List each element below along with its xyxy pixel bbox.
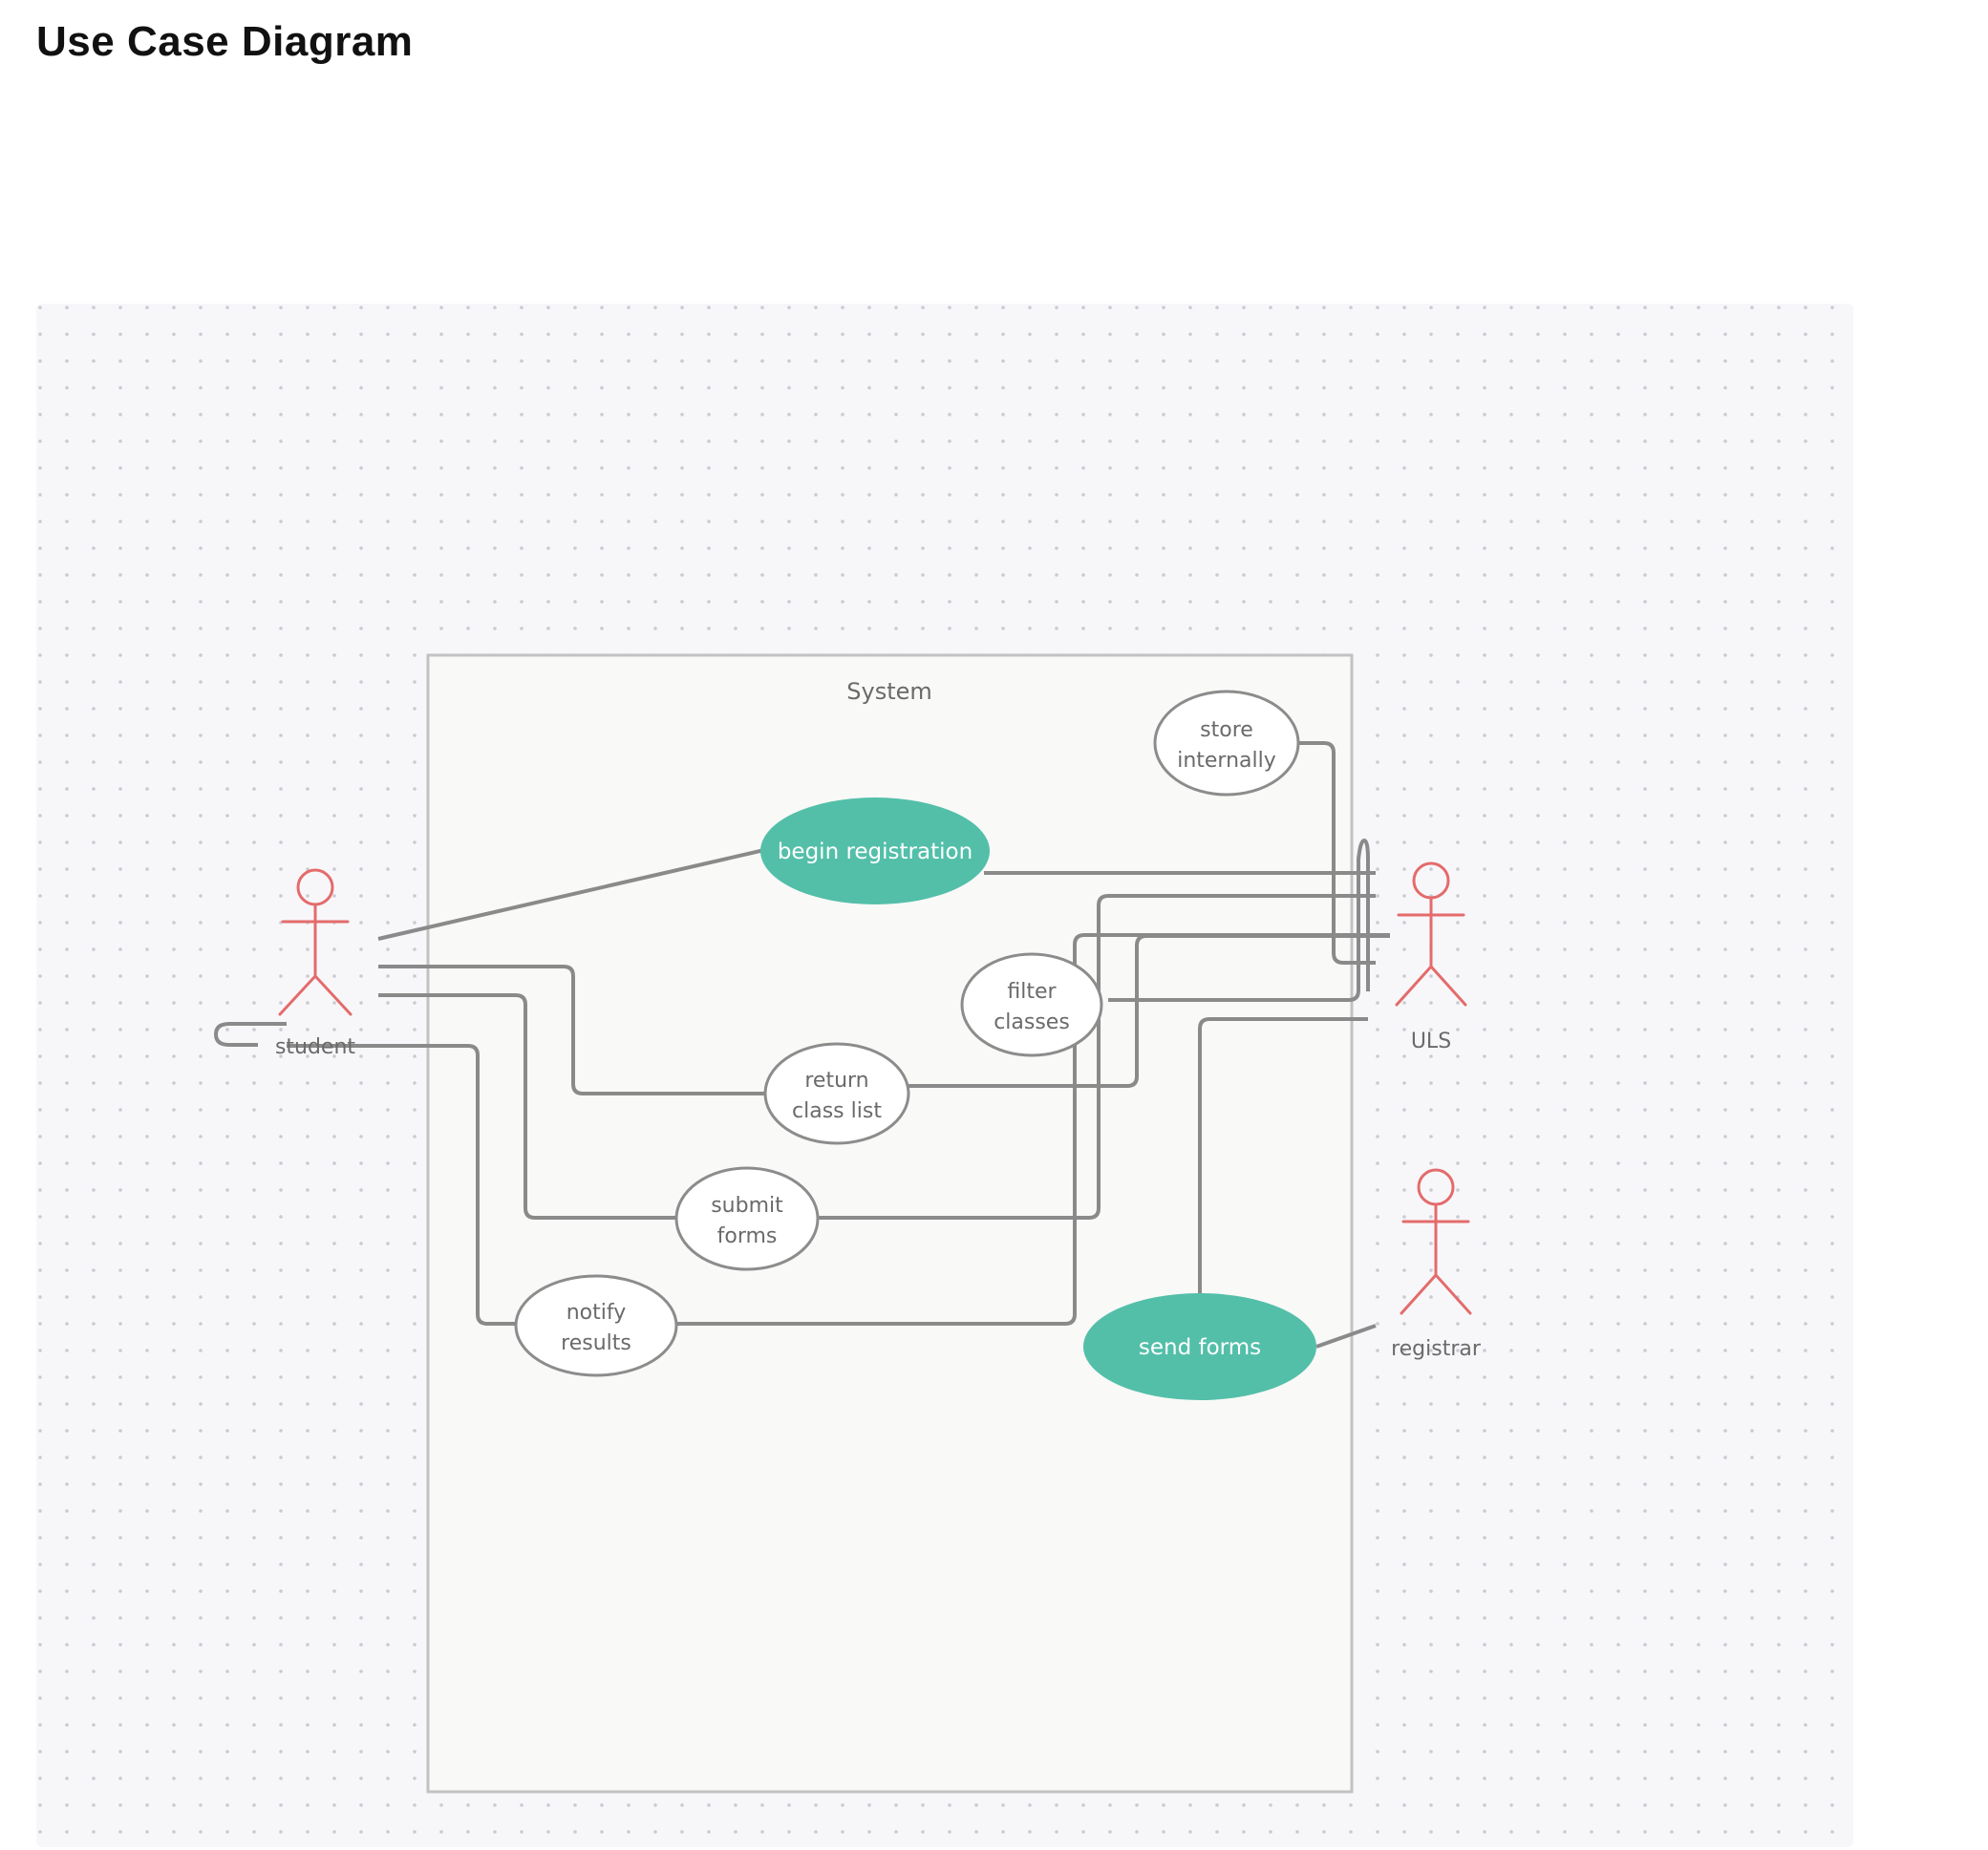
use-case-store-internally[interactable]: store internally — [1153, 690, 1300, 797]
use-case-label-line: return — [804, 1069, 868, 1093]
page-title: Use Case Diagram — [36, 18, 414, 65]
connector-student-submit-forms — [378, 993, 676, 1220]
stick-figure-icon — [1395, 861, 1467, 1007]
student-label-hook — [214, 1022, 287, 1047]
use-case-return-class-list[interactable]: return class list — [763, 1042, 910, 1145]
stick-figure-icon — [1400, 1168, 1472, 1315]
use-case-label-line: class list — [792, 1099, 882, 1123]
use-case-label-line: submit — [711, 1194, 783, 1218]
connector-filter-classes-uls — [1108, 839, 1370, 1002]
use-case-label-line: store — [1200, 718, 1253, 742]
use-case-label-line: notify — [566, 1301, 627, 1325]
stick-figure-icon — [278, 868, 353, 1016]
use-case-submit-forms[interactable]: submit forms — [674, 1166, 820, 1271]
use-case-label-line: classes — [994, 1010, 1070, 1034]
use-case-label-line: results — [561, 1331, 631, 1355]
actor-uls[interactable]: ULS — [1395, 861, 1467, 1053]
use-case-begin-registration[interactable]: begin registration — [760, 797, 990, 904]
use-case-label-line: forms — [717, 1224, 778, 1248]
actor-label: ULS — [1411, 1030, 1451, 1053]
connector-student-return-class-list — [378, 965, 766, 1095]
connectors — [214, 741, 1390, 1349]
use-case-label-line: filter — [1007, 980, 1057, 1004]
connector-student-notify-results — [287, 1044, 517, 1326]
connector-student-begin-registration — [377, 848, 765, 941]
connector-store-internally-uls — [1299, 741, 1376, 965]
use-case-label-line: internally — [1177, 749, 1276, 773]
use-case-send-forms[interactable]: send forms — [1083, 1293, 1316, 1400]
use-case-label-line: begin registration — [778, 840, 973, 864]
actor-registrar[interactable]: registrar — [1391, 1168, 1482, 1361]
connector-send-forms-registrar — [1315, 1324, 1377, 1349]
use-case-filter-classes[interactable]: filter classes — [960, 952, 1103, 1057]
connector-send-forms-uls — [1198, 1017, 1368, 1293]
connector-submit-forms-uls — [818, 894, 1376, 1220]
actor-student[interactable]: student — [275, 868, 355, 1059]
actor-label: registrar — [1391, 1337, 1482, 1361]
connector-notify-results-uls — [674, 933, 1390, 1326]
actor-label: student — [275, 1035, 355, 1059]
use-case-label-line: send forms — [1139, 1335, 1261, 1360]
system-label: System — [846, 678, 932, 705]
use-case-notify-results[interactable]: notify results — [514, 1274, 678, 1377]
